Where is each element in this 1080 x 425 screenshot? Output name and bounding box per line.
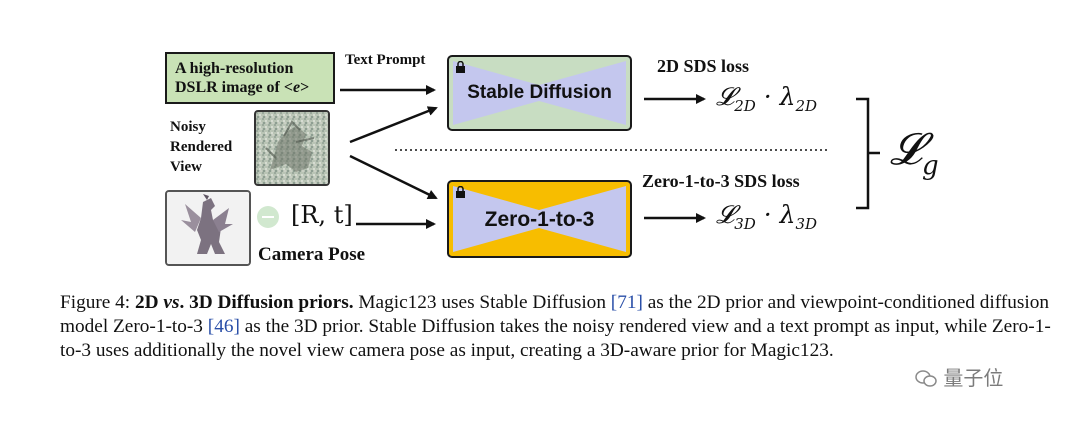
camera-pose-label: Camera Pose bbox=[258, 244, 366, 265]
loss-3d-term: 𝓛3D · λ3D bbox=[716, 200, 818, 233]
text-prompt-line2: DSLR image of <e> bbox=[175, 79, 310, 96]
loss-2d-term: 𝓛2D · λ2D bbox=[716, 82, 818, 115]
text-prompt-box: A high-resolution DSLR image of <e> bbox=[165, 52, 335, 104]
text-prompt-line1: A high-resolution bbox=[175, 60, 294, 77]
input-dragon-image bbox=[165, 190, 251, 266]
stable-diffusion-label: Stable Diffusion bbox=[467, 82, 612, 103]
zero123-box: Zero-1-to-3 bbox=[447, 180, 632, 258]
diagram-arrows bbox=[340, 85, 880, 229]
2d-sds-loss-title: 2D SDS loss bbox=[657, 56, 750, 76]
figure-label: Figure 4: bbox=[60, 292, 131, 313]
noisy-render-image bbox=[254, 110, 330, 186]
citation-46[interactable]: [46] bbox=[207, 316, 240, 338]
pose-circle-icon bbox=[257, 206, 279, 228]
zero123-sds-loss-title: Zero-1-to-3 SDS loss bbox=[642, 171, 800, 191]
watermark: 量子位 bbox=[915, 362, 1003, 391]
noisy-view-label: Noisy Rendered View bbox=[170, 119, 233, 175]
citation-71[interactable]: [71] bbox=[610, 292, 643, 313]
watermark-text: 量子位 bbox=[943, 366, 1004, 390]
stable-diffusion-box: Stable Diffusion bbox=[447, 55, 632, 131]
combined-loss: 𝓛g bbox=[890, 124, 939, 181]
zero123-label: Zero-1-to-3 bbox=[484, 208, 595, 231]
lock-icon bbox=[456, 61, 465, 73]
lock-icon bbox=[456, 186, 465, 198]
text-prompt-label: Text Prompt bbox=[345, 52, 426, 68]
camera-pose-math: [R, t] bbox=[291, 201, 353, 229]
wechat-icon bbox=[915, 369, 937, 387]
figure-caption: Figure 4: 2D vs. 3D Diffusion priors. Ma… bbox=[60, 292, 1051, 362]
